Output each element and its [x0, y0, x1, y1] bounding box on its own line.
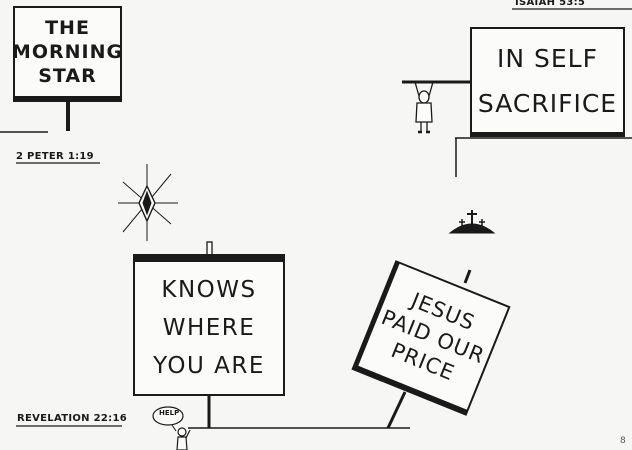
help-bubble — [152, 406, 184, 426]
morning-star-line-1: THE — [45, 17, 90, 39]
peter-reference: 2 PETER 1:19 — [16, 151, 94, 162]
morning-star-sign: THE MORNING STAR — [11, 6, 124, 102]
knows-line-3: YOU ARE — [153, 353, 265, 379]
knows-line-1: KNOWS — [161, 277, 257, 303]
help-text: HELP — [159, 409, 180, 417]
revelation-reference: REVELATION 22:16 — [17, 413, 127, 424]
small-person-icon — [176, 427, 191, 450]
jesus-post-bottom — [386, 391, 407, 429]
hanging-figure-icon — [414, 81, 434, 134]
jesus-post-top — [463, 269, 472, 284]
morning-star-line-2: MORNING — [11, 41, 124, 63]
self-sacrifice-sign: IN SELF SACRIFICE — [470, 27, 625, 137]
knows-line-2: WHERE — [162, 315, 256, 341]
self-sacrifice-line-1: IN SELF — [497, 43, 598, 73]
morning-star-line-3: STAR — [38, 65, 97, 87]
artist-signature: 8 — [620, 436, 626, 446]
star-icon — [118, 164, 178, 241]
self-sacrifice-line-2: SACRIFICE — [477, 88, 618, 118]
isaiah-reference: ISAIAH 53:5 — [515, 0, 586, 8]
hill-crosses-icon — [448, 210, 496, 234]
knows-where-sign: KNOWS WHERE YOU ARE — [133, 254, 285, 396]
help-bubble-tail — [171, 424, 177, 432]
